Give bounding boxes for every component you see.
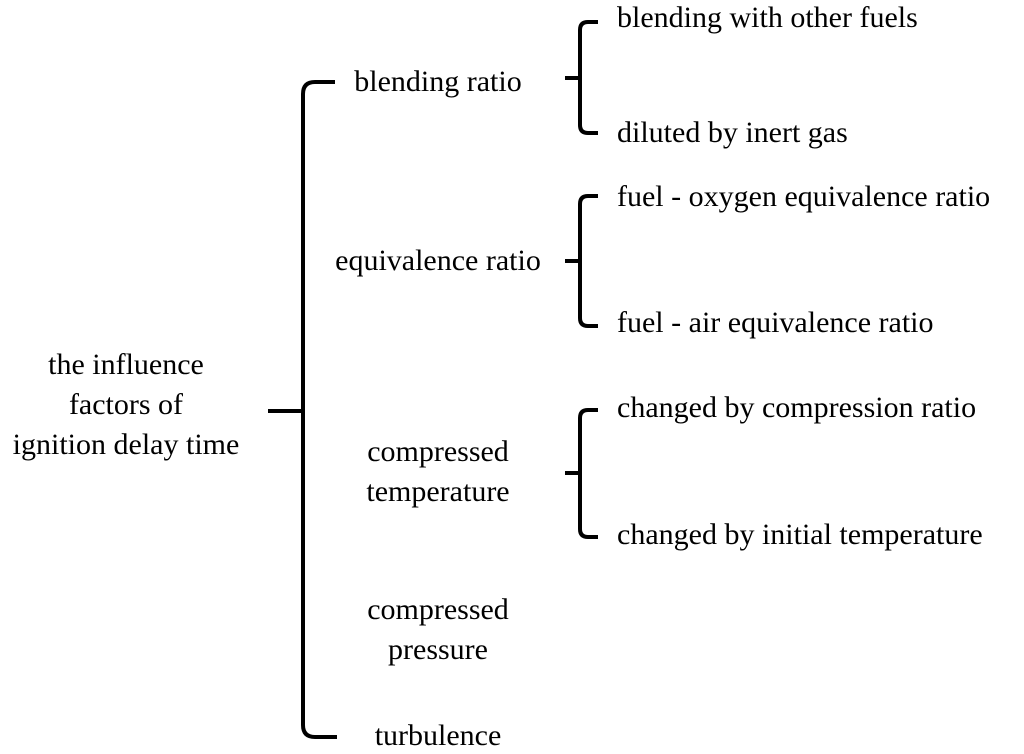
- leaf-blending-with-other-fuels: blending with other fuels: [617, 1, 918, 34]
- node-compressed-pressure: compressed pressure: [288, 590, 588, 670]
- node-compressed-temperature-line-1: compressed: [367, 435, 509, 468]
- node-compressed-temperature-line-2: temperature: [366, 475, 510, 508]
- root-line-1: the influence: [48, 348, 204, 381]
- root-line-2: factors of: [68, 388, 184, 421]
- node-compressed-temperature: compressed temperature: [288, 432, 588, 512]
- node-compressed-pressure-line-2: pressure: [388, 633, 488, 666]
- leaf-diluted-by-inert-gas: diluted by inert gas: [617, 116, 848, 149]
- node-blending-ratio: blending ratio: [288, 62, 588, 102]
- node-compressed-pressure-line-1: compressed: [367, 593, 509, 626]
- node-equivalence-ratio-label: equivalence ratio: [335, 244, 541, 277]
- node-turbulence-label: turbulence: [374, 719, 502, 752]
- root-line-3: ignition delay time: [12, 428, 240, 461]
- leaf-changed-by-compression-ratio: changed by compression ratio: [617, 391, 977, 424]
- node-blending-ratio-label: blending ratio: [354, 65, 522, 98]
- leaf-fuel-oxygen-equivalence-ratio: fuel - oxygen equivalence ratio: [617, 180, 991, 213]
- node-equivalence-ratio: equivalence ratio: [288, 241, 588, 281]
- leaf-changed-by-initial-temperature: changed by initial temperature: [617, 518, 983, 551]
- node-turbulence: turbulence: [288, 716, 588, 754]
- leaf-fuel-air-equivalence-ratio: fuel - air equivalence ratio: [617, 306, 934, 339]
- root-node: the influence factors of ignition delay …: [0, 345, 252, 465]
